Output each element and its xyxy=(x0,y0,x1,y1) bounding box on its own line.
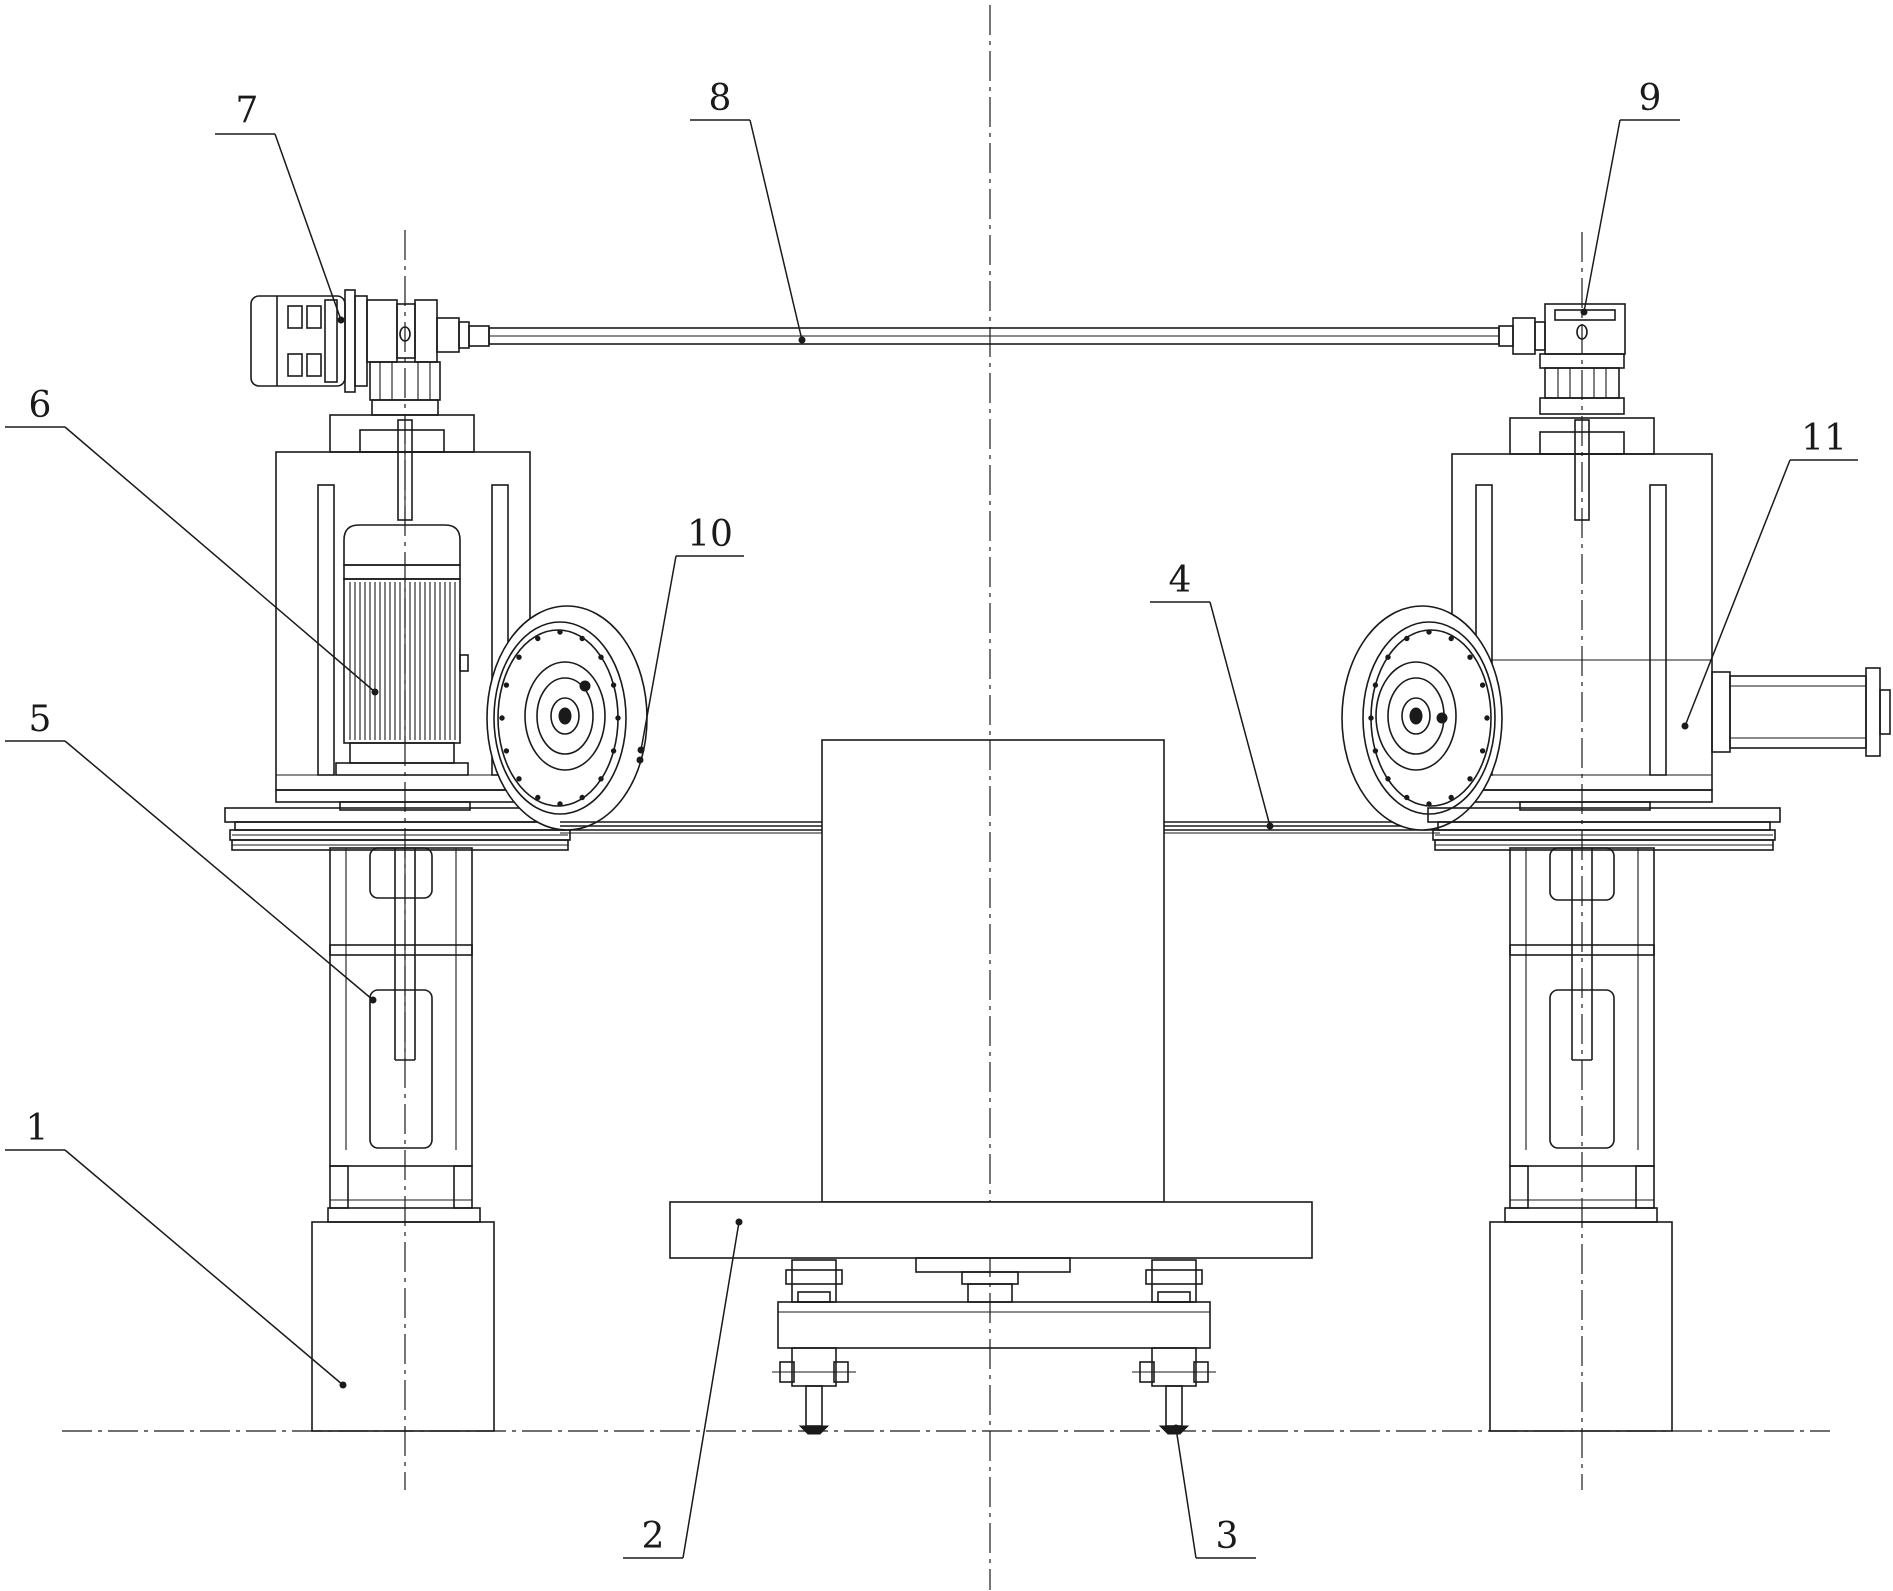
wheel-bolt xyxy=(535,794,541,801)
callout-10: 10 xyxy=(637,514,744,754)
callout-5: 5 xyxy=(5,699,377,1004)
wheel-bolt xyxy=(598,776,604,782)
label-7: 7 xyxy=(236,90,259,131)
wheel-bolt xyxy=(598,654,604,660)
label-11: 11 xyxy=(1801,418,1847,459)
wheel-bolt xyxy=(1467,776,1473,782)
wheel-bolt xyxy=(1467,654,1473,660)
label-3: 3 xyxy=(1216,1516,1239,1557)
left-grinding-wheel xyxy=(486,605,648,831)
wheel-bolt xyxy=(615,715,621,721)
label-5: 5 xyxy=(29,699,52,740)
wheel-bolt xyxy=(516,776,522,782)
wheel-bolt xyxy=(579,635,585,642)
label-8: 8 xyxy=(709,78,732,119)
wheel-bolt xyxy=(499,715,505,721)
wheel-bolt xyxy=(503,748,510,754)
label-4: 4 xyxy=(1169,560,1192,601)
wheel-bolt xyxy=(1448,635,1454,642)
left-lifting-column xyxy=(329,847,473,1209)
label-2: 2 xyxy=(642,1516,665,1557)
callout-1: 1 xyxy=(5,1108,347,1389)
center-workpiece xyxy=(821,739,1165,1203)
wheel-bolt xyxy=(579,794,585,801)
wheel-bolt xyxy=(557,801,563,807)
motor-fins xyxy=(349,582,456,740)
callout-4: 4 xyxy=(1150,560,1274,830)
right-grinding-wheel xyxy=(1341,605,1503,831)
wheel-bolt xyxy=(1385,776,1391,782)
rail-cart xyxy=(772,1257,1216,1435)
wheel-bolt xyxy=(535,635,541,642)
label-1: 1 xyxy=(26,1108,49,1149)
callout-7: 7 xyxy=(215,90,345,324)
wheel-bolt xyxy=(1484,715,1490,721)
wheel-bolt xyxy=(610,682,617,688)
callout-11: 11 xyxy=(1681,418,1858,730)
wheel-bolt xyxy=(1404,635,1410,642)
wheel-bolt xyxy=(1448,794,1454,801)
label-9: 9 xyxy=(1639,78,1662,119)
transmission-shaft xyxy=(488,327,1500,345)
right-base-block xyxy=(1489,1207,1673,1432)
wheel-bolt xyxy=(1372,748,1379,754)
label-6: 6 xyxy=(29,385,52,426)
work-table xyxy=(669,1201,1313,1259)
callout-2: 2 xyxy=(623,1218,743,1559)
wheel-bolt xyxy=(1385,654,1391,660)
left-pulley-plate xyxy=(224,807,576,851)
wheel-bolt xyxy=(557,629,563,635)
wheel-bolt xyxy=(1426,801,1432,807)
wheel-bolt xyxy=(516,654,522,660)
wheel-bolt xyxy=(610,748,617,754)
callout-8: 8 xyxy=(690,78,806,344)
left-base-block xyxy=(311,1207,495,1432)
wheel-bolts-left xyxy=(499,629,621,807)
label-10: 10 xyxy=(687,514,733,555)
vertical-motor xyxy=(335,524,469,776)
callout-3: 3 xyxy=(1172,1424,1256,1559)
wheel-bolt xyxy=(503,682,510,688)
top-right-gearbox xyxy=(1498,303,1626,415)
top-left-motor-gearbox xyxy=(250,289,490,416)
wheel-bolt xyxy=(1372,682,1379,688)
callout-6: 6 xyxy=(5,385,379,696)
callout-9: 9 xyxy=(1580,78,1680,316)
wheel-bolt xyxy=(1426,629,1432,635)
wheel-bolts-right xyxy=(1368,629,1490,807)
right-pulley-plate xyxy=(1427,807,1781,851)
wheel-bolt xyxy=(1479,682,1486,688)
wheel-bolt xyxy=(1368,715,1374,721)
wheel-bolt xyxy=(1404,794,1410,801)
wheel-bolt xyxy=(1479,748,1486,754)
air-cylinder xyxy=(1711,667,1891,757)
